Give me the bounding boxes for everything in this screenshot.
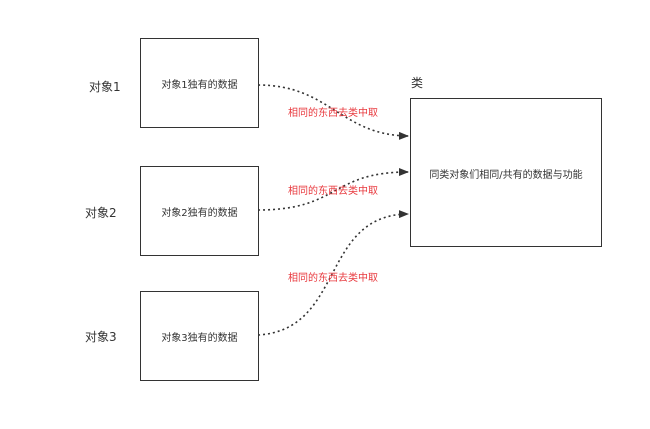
edge-label-3: 相同的东西去类中取 [288, 273, 378, 284]
object-1-box: 对象1独有的数据 [140, 38, 259, 128]
class-title: 类 [411, 76, 424, 90]
class-box: 同类对象们相同/共有的数据与功能 [410, 98, 602, 247]
edge-arrow-2 [257, 168, 409, 211]
object-2-label: 对象2 [85, 206, 117, 220]
object-3-label: 对象3 [85, 330, 117, 344]
object-2-box-text: 对象2独有的数据 [161, 207, 238, 219]
object-2-box: 对象2独有的数据 [140, 166, 259, 256]
edge-label-1: 相同的东西去类中取 [288, 108, 378, 119]
object-1-box-text: 对象1独有的数据 [161, 79, 238, 91]
object-3-box-text: 对象3独有的数据 [161, 332, 238, 344]
object-1-label: 对象1 [89, 80, 121, 94]
edge-arrow-1 [257, 84, 409, 140]
class-box-text: 同类对象们相同/共有的数据与功能 [429, 170, 583, 181]
object-3-box: 对象3独有的数据 [140, 291, 259, 381]
edge-label-2: 相同的东西去类中取 [288, 186, 378, 197]
